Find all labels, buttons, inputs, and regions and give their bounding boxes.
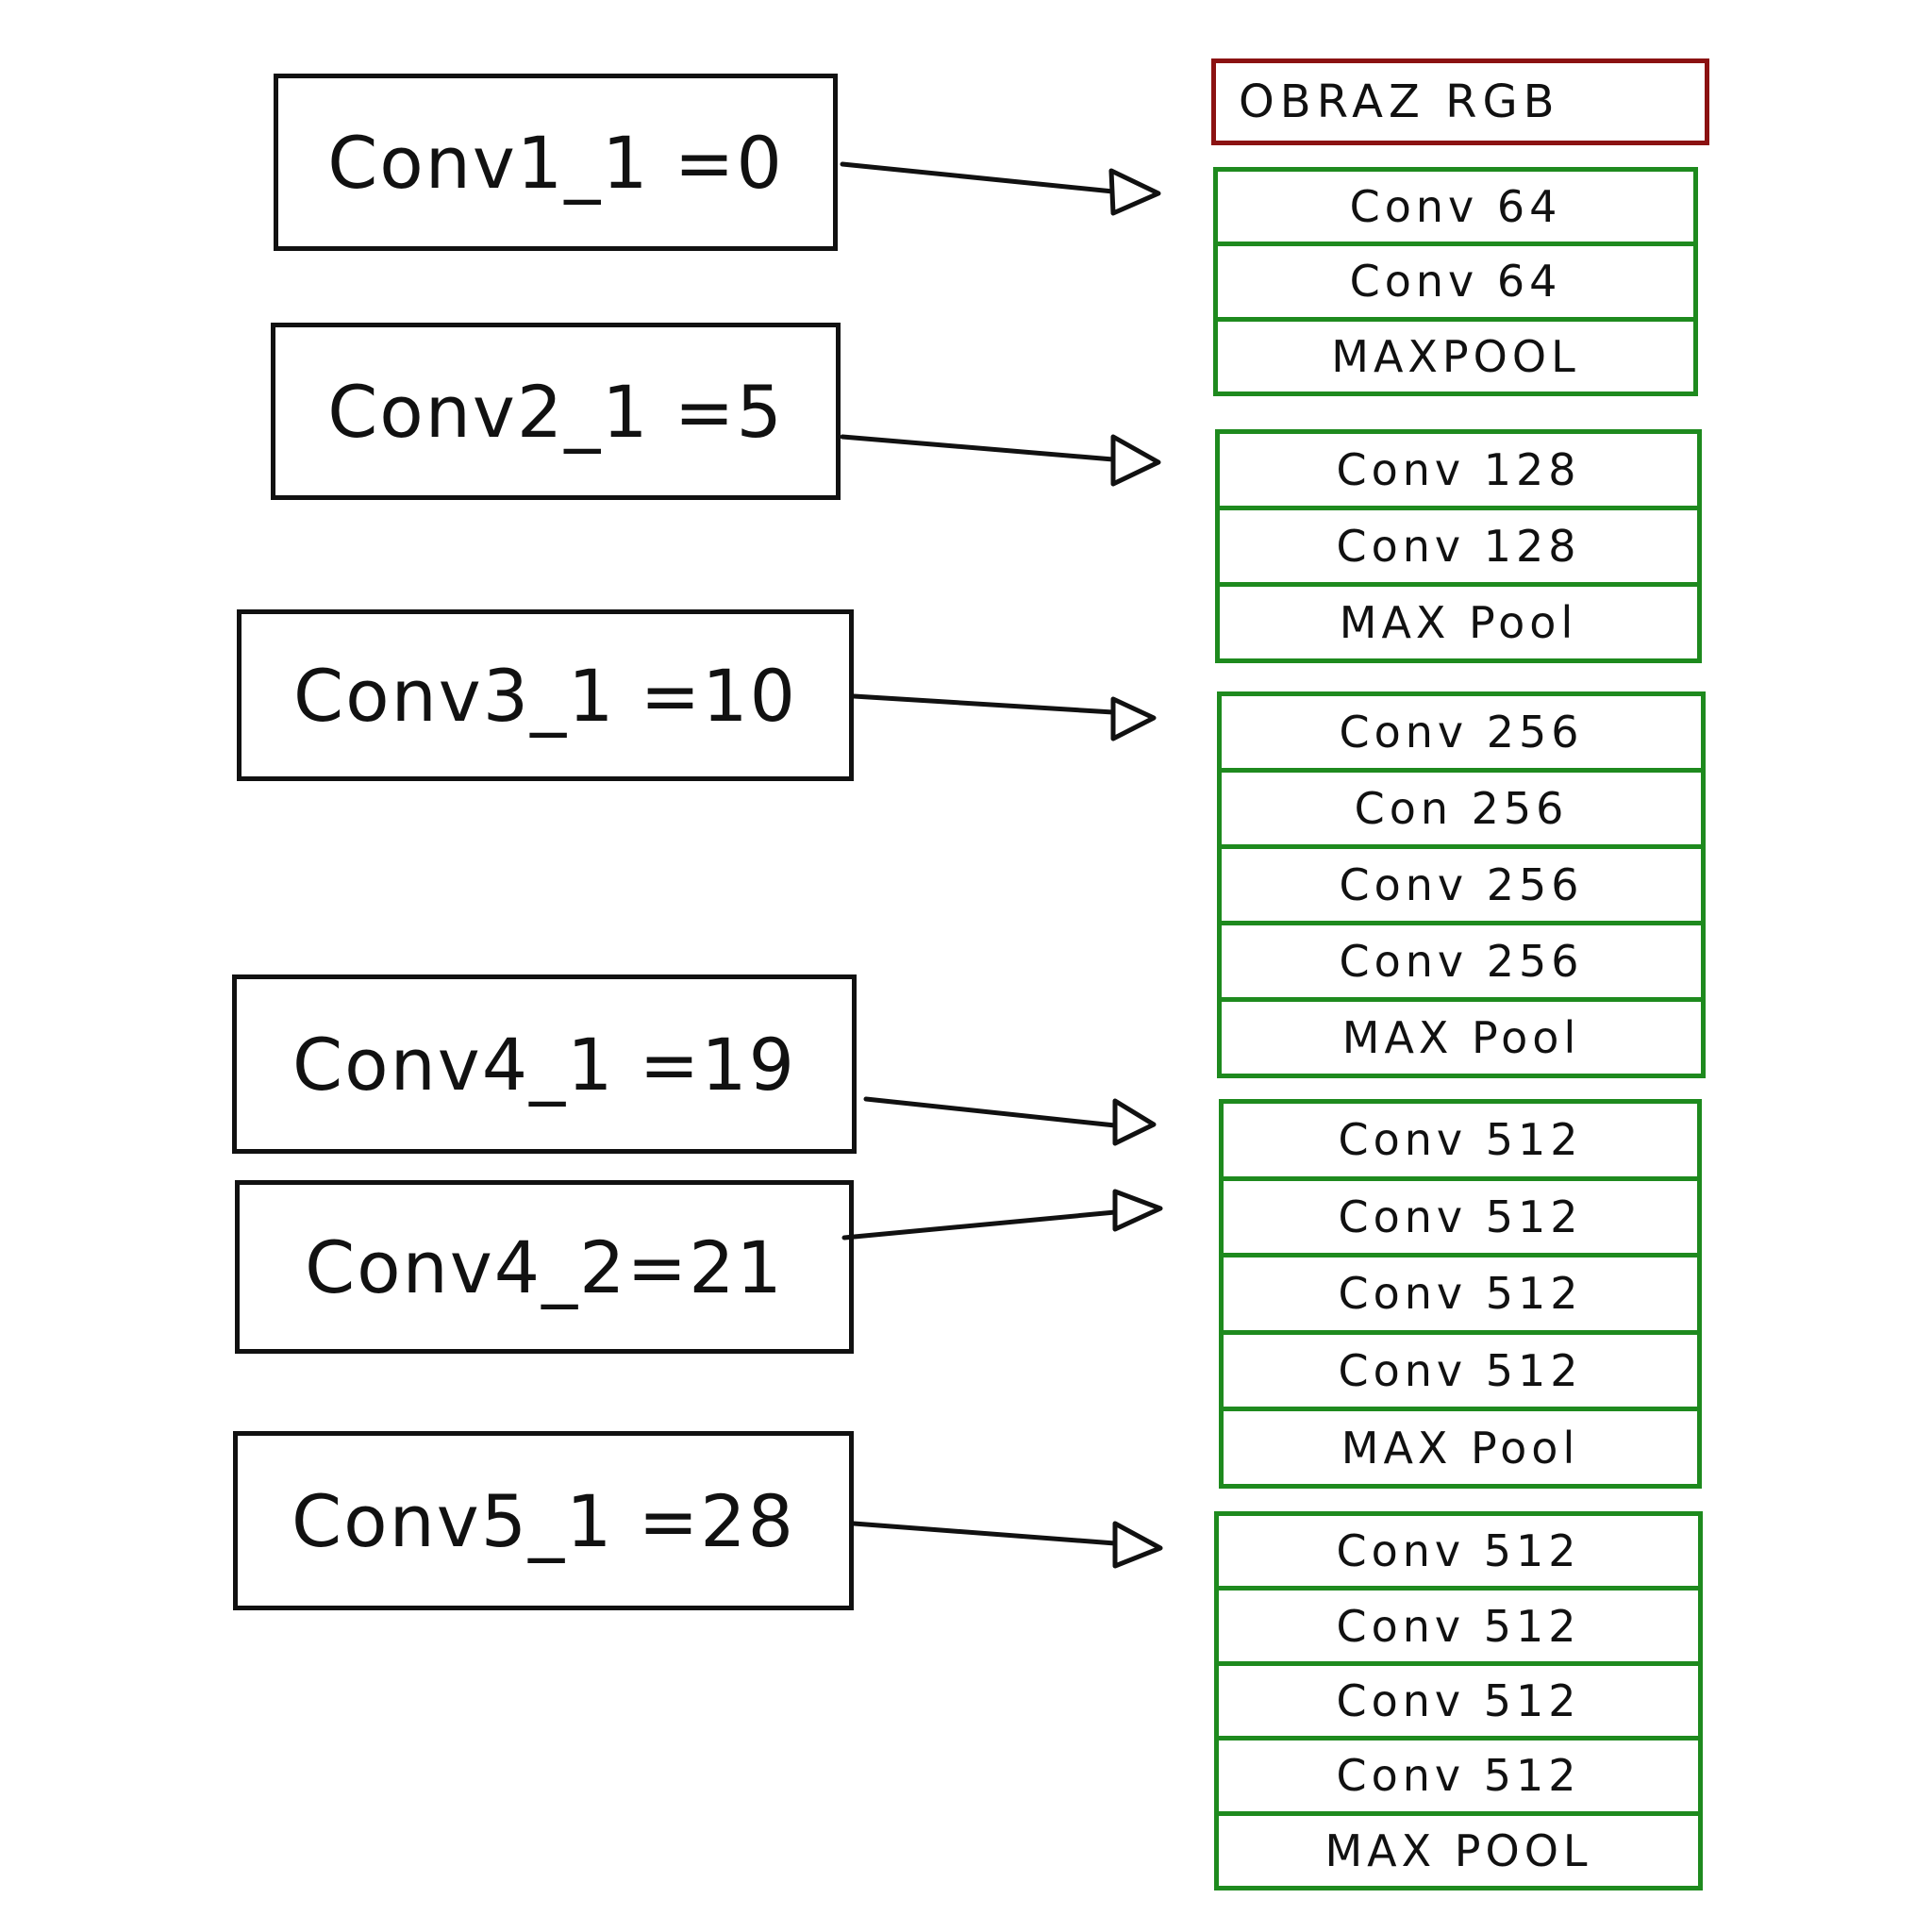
probe-label: Conv5_1 =28 [291,1478,795,1563]
layer-conv: Conv 512 [1219,1740,1698,1816]
probe-label: Conv4_2=21 [305,1224,784,1309]
layer-maxpool: MAX Pool [1339,597,1578,648]
vgg-block-2: Conv 128 Conv 128 MAX Pool [1215,429,1702,663]
layer-conv: Conv 512 [1224,1181,1697,1258]
vgg-block-4: Conv 512 Conv 512 Conv 512 Conv 512 MAX … [1219,1099,1702,1489]
layer-conv: Conv 512 [1224,1335,1697,1412]
layer-conv: Conv 512 [1219,1591,1698,1666]
probe-conv5-1: Conv5_1 =28 [233,1431,854,1610]
layer-conv: Conv 64 [1218,246,1693,322]
probe-conv3-1: Conv3_1 =10 [237,609,854,781]
layer-maxpool: MAX Pool [1341,1012,1581,1063]
probe-conv4-2: Conv4_2=21 [235,1180,854,1354]
layer-conv: Conv 512 [1219,1666,1698,1741]
arrow-conv5-1 [851,1521,1163,1569]
input-image-box: OBRAZ RGB [1211,58,1709,145]
arrow-conv3-1 [851,693,1157,741]
layer-maxpool: MAX Pool [1341,1422,1580,1474]
probe-label: Conv3_1 =10 [293,653,797,738]
probe-label: Conv1_1 =0 [327,120,784,205]
vgg-block-3: Conv 256 Con 256 Conv 256 Conv 256 MAX P… [1217,691,1706,1078]
probe-conv1-1: Conv1_1 =0 [274,74,838,251]
layer-conv: Conv 256 [1222,696,1701,773]
layer-conv: Conv 128 [1220,434,1697,510]
layer-conv: Conv 64 [1218,172,1693,247]
layer-maxpool: MAXPOOL [1331,330,1580,382]
probe-conv4-1: Conv4_1 =19 [232,974,857,1154]
probe-label: Conv2_1 =5 [327,369,784,454]
layer-conv: Conv 256 [1222,925,1701,1002]
layer-conv: Conv 512 [1224,1257,1697,1335]
arrow-conv4-2 [841,1189,1163,1241]
probe-label: Conv4_1 =19 [292,1022,796,1107]
input-label: OBRAZ RGB [1239,75,1560,128]
layer-conv: Con 256 [1222,773,1701,849]
layer-conv: Conv 512 [1219,1516,1698,1591]
probe-conv2-1: Conv2_1 =5 [271,323,841,500]
arrow-conv1-1 [840,161,1161,216]
arrow-conv2-1 [840,434,1161,487]
layer-conv: Conv 128 [1220,510,1697,587]
vgg-block-5: Conv 512 Conv 512 Conv 512 Conv 512 MAX … [1214,1511,1703,1890]
vgg-block-1: Conv 64 Conv 64 MAXPOOL [1213,167,1698,396]
arrow-conv4-1 [863,1096,1157,1146]
layer-conv: Conv 256 [1222,849,1701,925]
layer-conv: Conv 512 [1224,1104,1697,1181]
layer-maxpool: MAX POOL [1324,1824,1592,1876]
